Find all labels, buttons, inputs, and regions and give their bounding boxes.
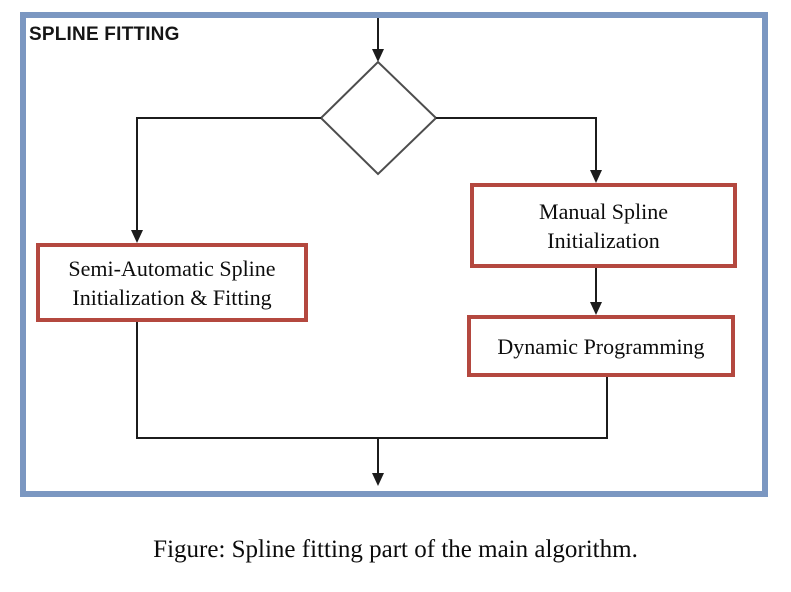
- node-label-line: Initialization: [547, 227, 660, 253]
- figure-caption: Figure: Spline fitting part of the main …: [153, 536, 638, 563]
- node-label-line: Semi-Automatic Spline: [68, 255, 276, 281]
- node-dynamic-programming: Dynamic Programming: [467, 315, 735, 377]
- node-manual-spline-initialization: Manual Spline Initialization: [470, 183, 737, 268]
- node-semi-automatic-spline: Semi-Automatic Spline Initialization & F…: [36, 243, 308, 322]
- node-label-line: Dynamic Programming: [497, 333, 705, 359]
- node-label-line: Initialization & Fitting: [72, 284, 272, 310]
- node-label-line: Manual Spline: [539, 198, 668, 224]
- frame-title: SPLINE FITTING: [29, 24, 180, 45]
